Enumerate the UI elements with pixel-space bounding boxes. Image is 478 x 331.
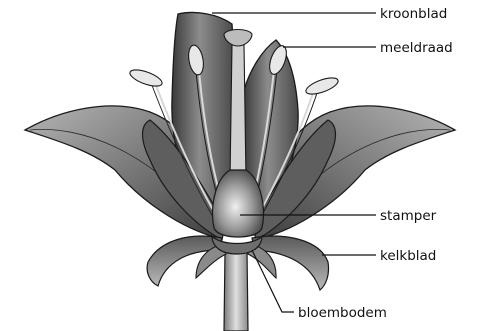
label-stamen: meeldraad	[380, 40, 453, 56]
pistil-style	[230, 44, 246, 180]
label-receptacle: bloembodem	[298, 305, 387, 321]
pistil-ovary	[213, 170, 264, 237]
anther-1	[128, 67, 164, 90]
stem	[224, 250, 248, 331]
label-sepal: kelkblad	[380, 248, 436, 264]
label-petal: kroonblad	[380, 6, 447, 22]
anther-4	[304, 75, 340, 98]
label-pistil: stamper	[380, 208, 436, 224]
